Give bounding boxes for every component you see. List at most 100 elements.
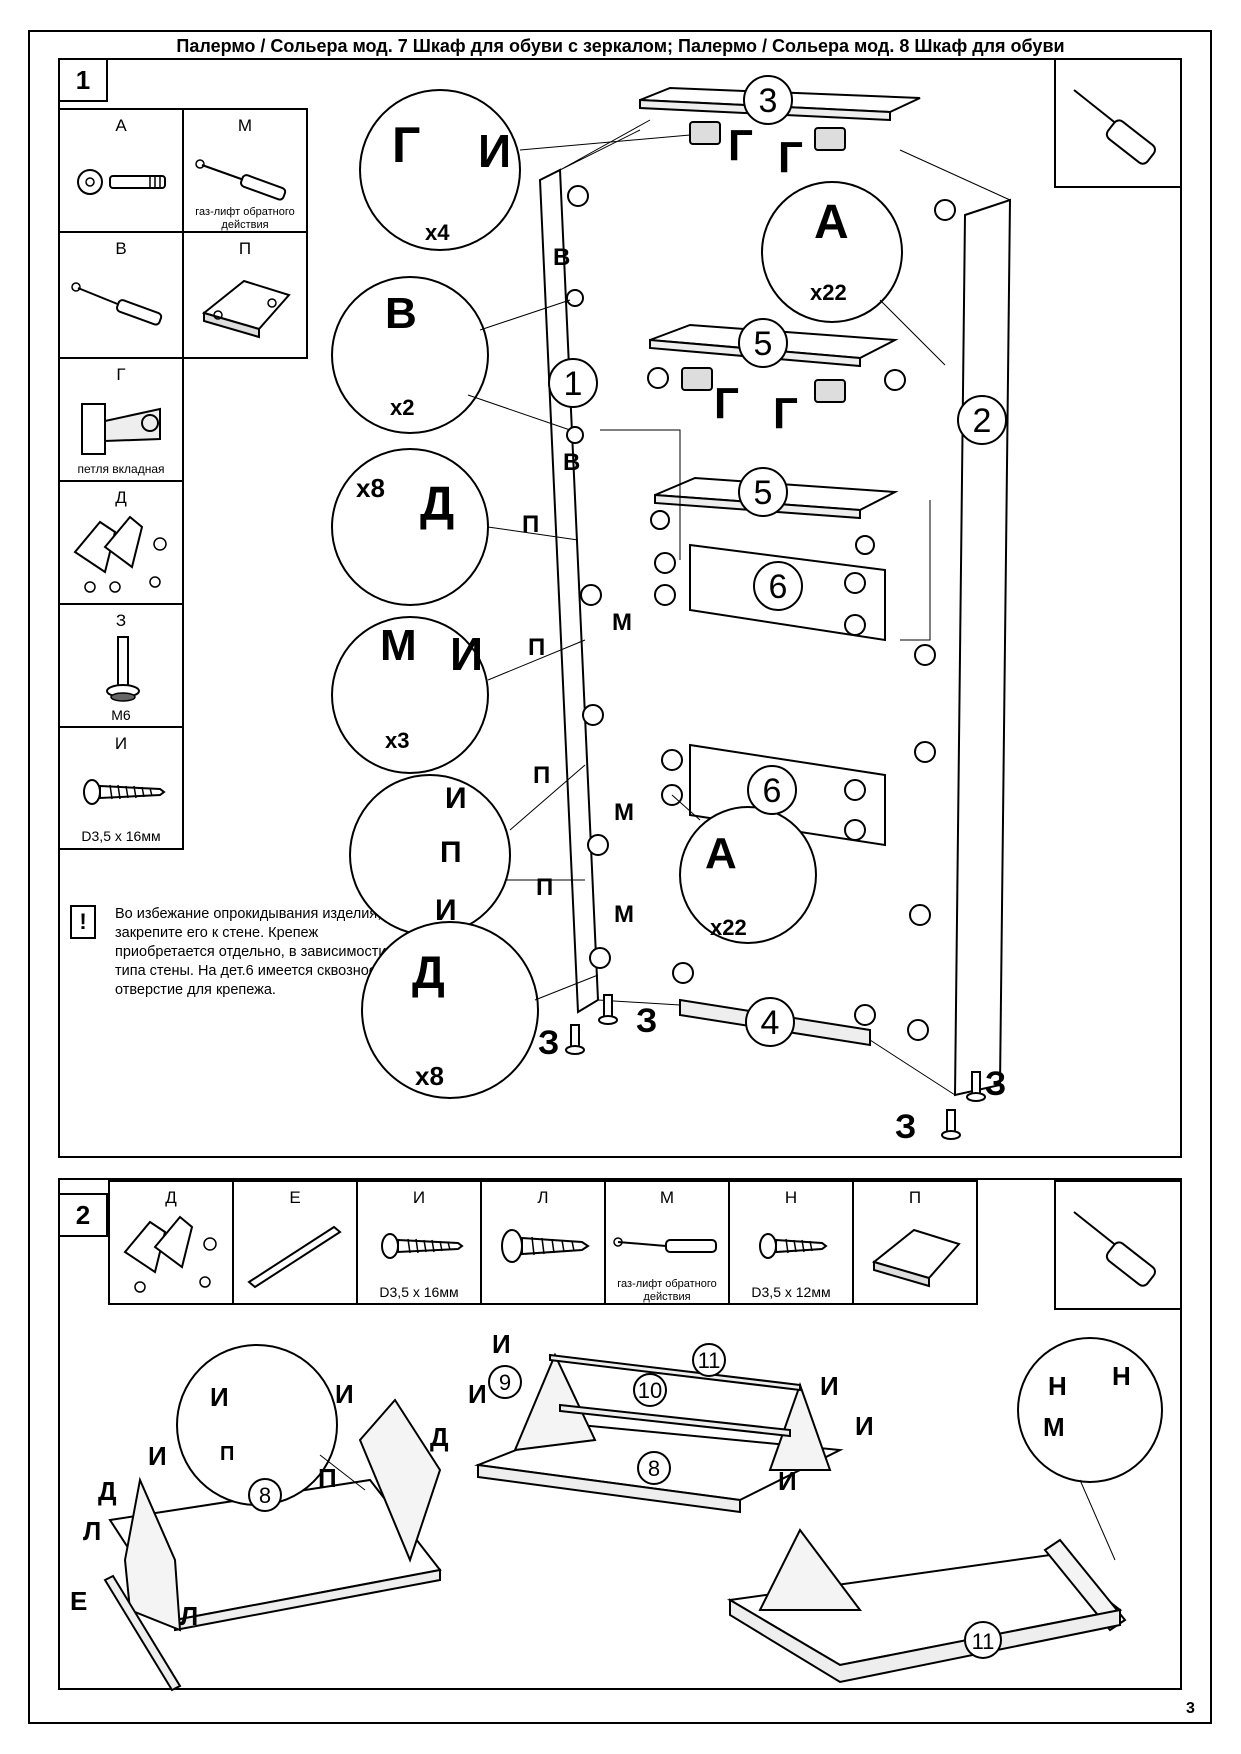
part-number-label: 4 xyxy=(761,1004,780,1042)
part-caption: М6 xyxy=(111,707,131,723)
assembly-label: Н xyxy=(1112,1361,1131,1391)
part-number-label: 3 xyxy=(759,82,778,120)
part-cell-m: М газ-лифт обратного действия xyxy=(182,108,308,233)
part-letter: П xyxy=(908,1188,922,1207)
assembly-label: И xyxy=(855,1411,874,1441)
part-number-label: 6 xyxy=(763,772,782,810)
callout-letter: А xyxy=(705,829,737,878)
part-number-label: 11 xyxy=(972,1629,995,1654)
assembly-label: И xyxy=(468,1379,487,1409)
part-number-label: 8 xyxy=(259,1483,271,1508)
assembly-label: В xyxy=(563,449,580,476)
part-number-label: 5 xyxy=(754,325,773,363)
part-caption: D3,5 х 12мм xyxy=(751,1284,831,1300)
hinge-icon xyxy=(81,403,161,455)
screw-icon xyxy=(759,1233,828,1259)
part-caption: D3,5 х 16мм xyxy=(379,1284,459,1300)
magnet-latch-icon xyxy=(871,1228,961,1288)
assembly-label: Г xyxy=(714,379,739,428)
cam-connector-icon xyxy=(77,169,166,195)
assembly-label: Л xyxy=(83,1516,101,1546)
part-cell-l: Л xyxy=(480,1180,606,1305)
part-letter: П xyxy=(238,239,252,258)
assembly-label: М xyxy=(614,901,634,928)
callout-count: x22 xyxy=(810,280,847,305)
assembly-label: М xyxy=(1043,1412,1065,1442)
callout-letter: П xyxy=(440,836,462,869)
warning-text: Во избежание опрокидывания изделия, закр… xyxy=(115,906,405,998)
screwdriver-icon xyxy=(1073,89,1156,165)
callout-letter: Д xyxy=(412,946,445,998)
part-cell-e: Е xyxy=(232,1180,358,1305)
part-letter: В xyxy=(115,239,127,258)
assembly-label: И xyxy=(210,1382,229,1412)
part-letter: А xyxy=(115,116,127,135)
callout-letter: И xyxy=(435,894,457,927)
part-letter: Н xyxy=(784,1188,798,1207)
assembly-label: Е xyxy=(70,1586,87,1616)
assembly-label: М xyxy=(614,799,634,826)
part-letter: Л xyxy=(537,1188,549,1207)
callout-letter: М xyxy=(380,621,417,670)
assembly-label: И xyxy=(335,1379,354,1409)
callout-count: x8 xyxy=(415,1061,444,1091)
assembly-label: П xyxy=(528,634,545,661)
part-number-label: 9 xyxy=(499,1370,511,1395)
callout-letter: Д xyxy=(420,478,454,531)
page-number: 3 xyxy=(1186,1700,1195,1717)
assembly-label: П xyxy=(522,511,539,538)
step2-panel xyxy=(58,1178,1182,1690)
part-letter: М xyxy=(237,116,253,135)
part-number-label: 6 xyxy=(769,568,788,606)
gas-lift-icon xyxy=(71,282,163,326)
step2-number: 2 xyxy=(58,1193,108,1237)
rail-profile-icon xyxy=(247,1225,342,1289)
part-caption: D3,5 х 16мм xyxy=(81,828,161,844)
callout-letter: И xyxy=(450,628,483,680)
part-letter: Д xyxy=(115,488,127,507)
gas-lift-icon xyxy=(613,1237,717,1253)
part-cell-i: И D3,5 х 16мм xyxy=(58,726,184,850)
tool-cell xyxy=(1054,1180,1182,1310)
part-caption: газ-лифт обратного действия xyxy=(617,1278,717,1303)
part-cell-m: М газ-лифт обратного действия xyxy=(604,1180,730,1305)
part-caption: газ-лифт обратного действия xyxy=(195,206,295,231)
assembly-label: Д xyxy=(430,1422,449,1452)
page-title: Палермо / Сольера мод. 7 Шкаф для обуви … xyxy=(176,36,1065,56)
assembly-label: З xyxy=(538,1024,559,1062)
part-cell-d: Д xyxy=(58,480,184,605)
callout-count: x8 xyxy=(356,473,385,503)
assembly-label: И xyxy=(820,1371,839,1401)
assembly-label: П xyxy=(220,1443,234,1465)
assembly-label: Д xyxy=(98,1476,117,1506)
assembly-label: Л xyxy=(180,1601,198,1631)
assembly-label: М xyxy=(612,609,632,636)
part-cell-d: Д xyxy=(108,1180,234,1305)
part-letter: З xyxy=(115,611,127,630)
part-letter: И xyxy=(114,734,128,753)
part-letter: Д xyxy=(165,1188,177,1207)
assembly-label: П xyxy=(533,762,550,789)
assembly-label: И xyxy=(148,1441,167,1471)
bracket-set-icon xyxy=(73,515,167,593)
assembly-label: И xyxy=(778,1466,797,1496)
screw-icon xyxy=(83,779,166,805)
part-cell-p: П xyxy=(852,1180,978,1305)
callout-count: x4 xyxy=(425,220,450,245)
assembly-label: З xyxy=(985,1065,1006,1103)
callout-letter: Г xyxy=(392,117,420,173)
part-cell-g: Г петля вкладная xyxy=(58,357,184,482)
part-cell-p: П xyxy=(182,231,308,359)
callout-letter: И xyxy=(478,125,511,177)
part-number-label: 11 xyxy=(698,1348,721,1373)
gas-lift-icon xyxy=(195,159,287,201)
leveling-foot-icon xyxy=(106,636,140,702)
bracket-set-icon xyxy=(123,1215,217,1293)
part-number-label: 5 xyxy=(754,474,773,512)
callout-count: x2 xyxy=(390,395,414,420)
assembly-label: В xyxy=(553,244,570,271)
assembly-label: З xyxy=(895,1108,916,1146)
part-letter: Е xyxy=(289,1188,301,1207)
assembly-label: П xyxy=(318,1463,337,1493)
